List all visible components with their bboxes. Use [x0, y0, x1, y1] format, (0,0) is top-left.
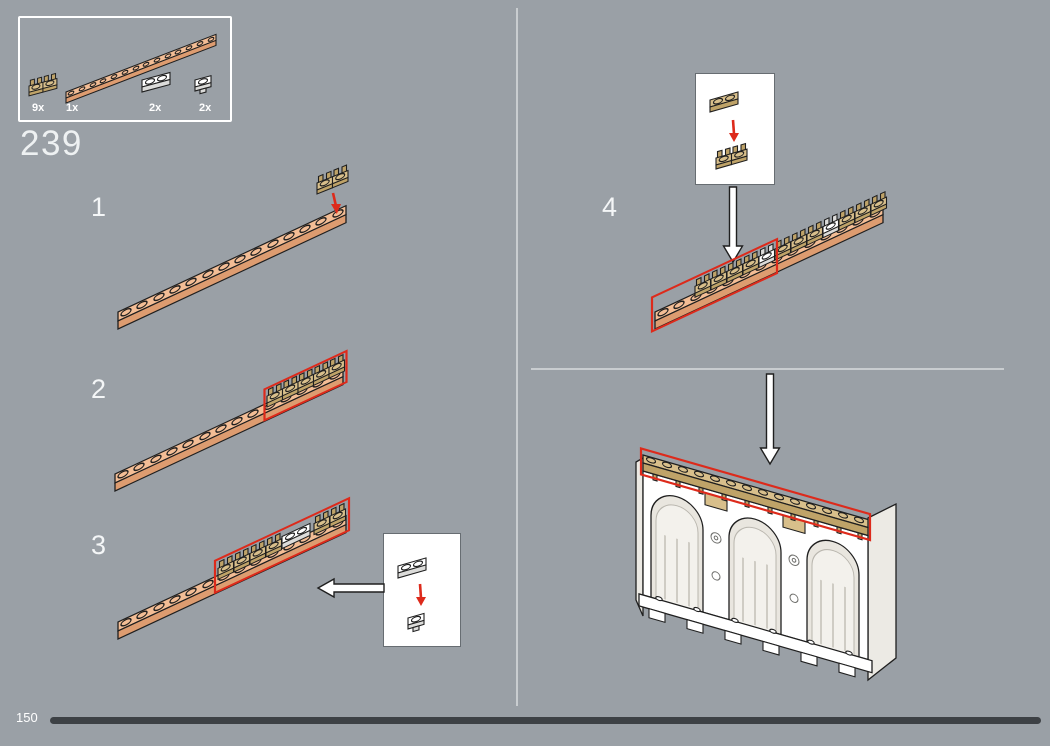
- white-down-arrow-icon: [759, 373, 781, 466]
- vertical-divider: [516, 8, 518, 706]
- part-count-white-plate: 2x: [149, 102, 162, 114]
- progress-bar: [50, 717, 1041, 724]
- new-parts-outline: [263, 349, 348, 422]
- step3-illustration: [118, 496, 426, 639]
- arch-2: [728, 517, 782, 636]
- tan-clip-piece: [317, 164, 348, 194]
- arch-3: [806, 539, 860, 658]
- part-count-tan-clip: 9x: [32, 102, 45, 114]
- plate-1x14: [118, 516, 346, 639]
- plate-1x14: [655, 206, 883, 329]
- subassembly-inset-step3: [383, 533, 461, 647]
- parts-callout: 9x 1x 2x 2x: [18, 16, 232, 122]
- page-step-number: 239: [20, 124, 83, 163]
- plate-1x14: [115, 368, 343, 491]
- arch-1: [650, 495, 704, 614]
- step-label-2: 2: [91, 374, 107, 404]
- facade-right-side: [867, 502, 897, 682]
- part-count-long-plate: 1x: [66, 102, 79, 114]
- facade-illustration: [635, 373, 897, 682]
- white-down-arrow-icon: [722, 186, 744, 264]
- step-label-1: 1: [91, 192, 107, 222]
- red-arrow-icon: [331, 192, 338, 207]
- horizontal-divider: [531, 368, 1004, 370]
- subassembly-inset-step4: [695, 73, 775, 185]
- step-label-3: 3: [91, 530, 107, 560]
- placed-strip: [642, 454, 869, 529]
- page-number: 150: [16, 710, 38, 725]
- step1-illustration: [118, 164, 348, 329]
- facade-front: [642, 470, 869, 661]
- white-left-arrow-icon: [316, 577, 385, 599]
- new-parts-outline: [639, 447, 872, 542]
- facade-left-cap: [635, 456, 644, 617]
- step2-illustration: [115, 349, 348, 491]
- plate-1x14: [118, 206, 346, 329]
- step-label-4: 4: [602, 192, 618, 222]
- new-parts-outline: [213, 496, 351, 595]
- part-count-white-clip: 2x: [199, 102, 212, 114]
- new-parts-outline: [650, 237, 779, 334]
- red-arrow-head: [331, 204, 341, 214]
